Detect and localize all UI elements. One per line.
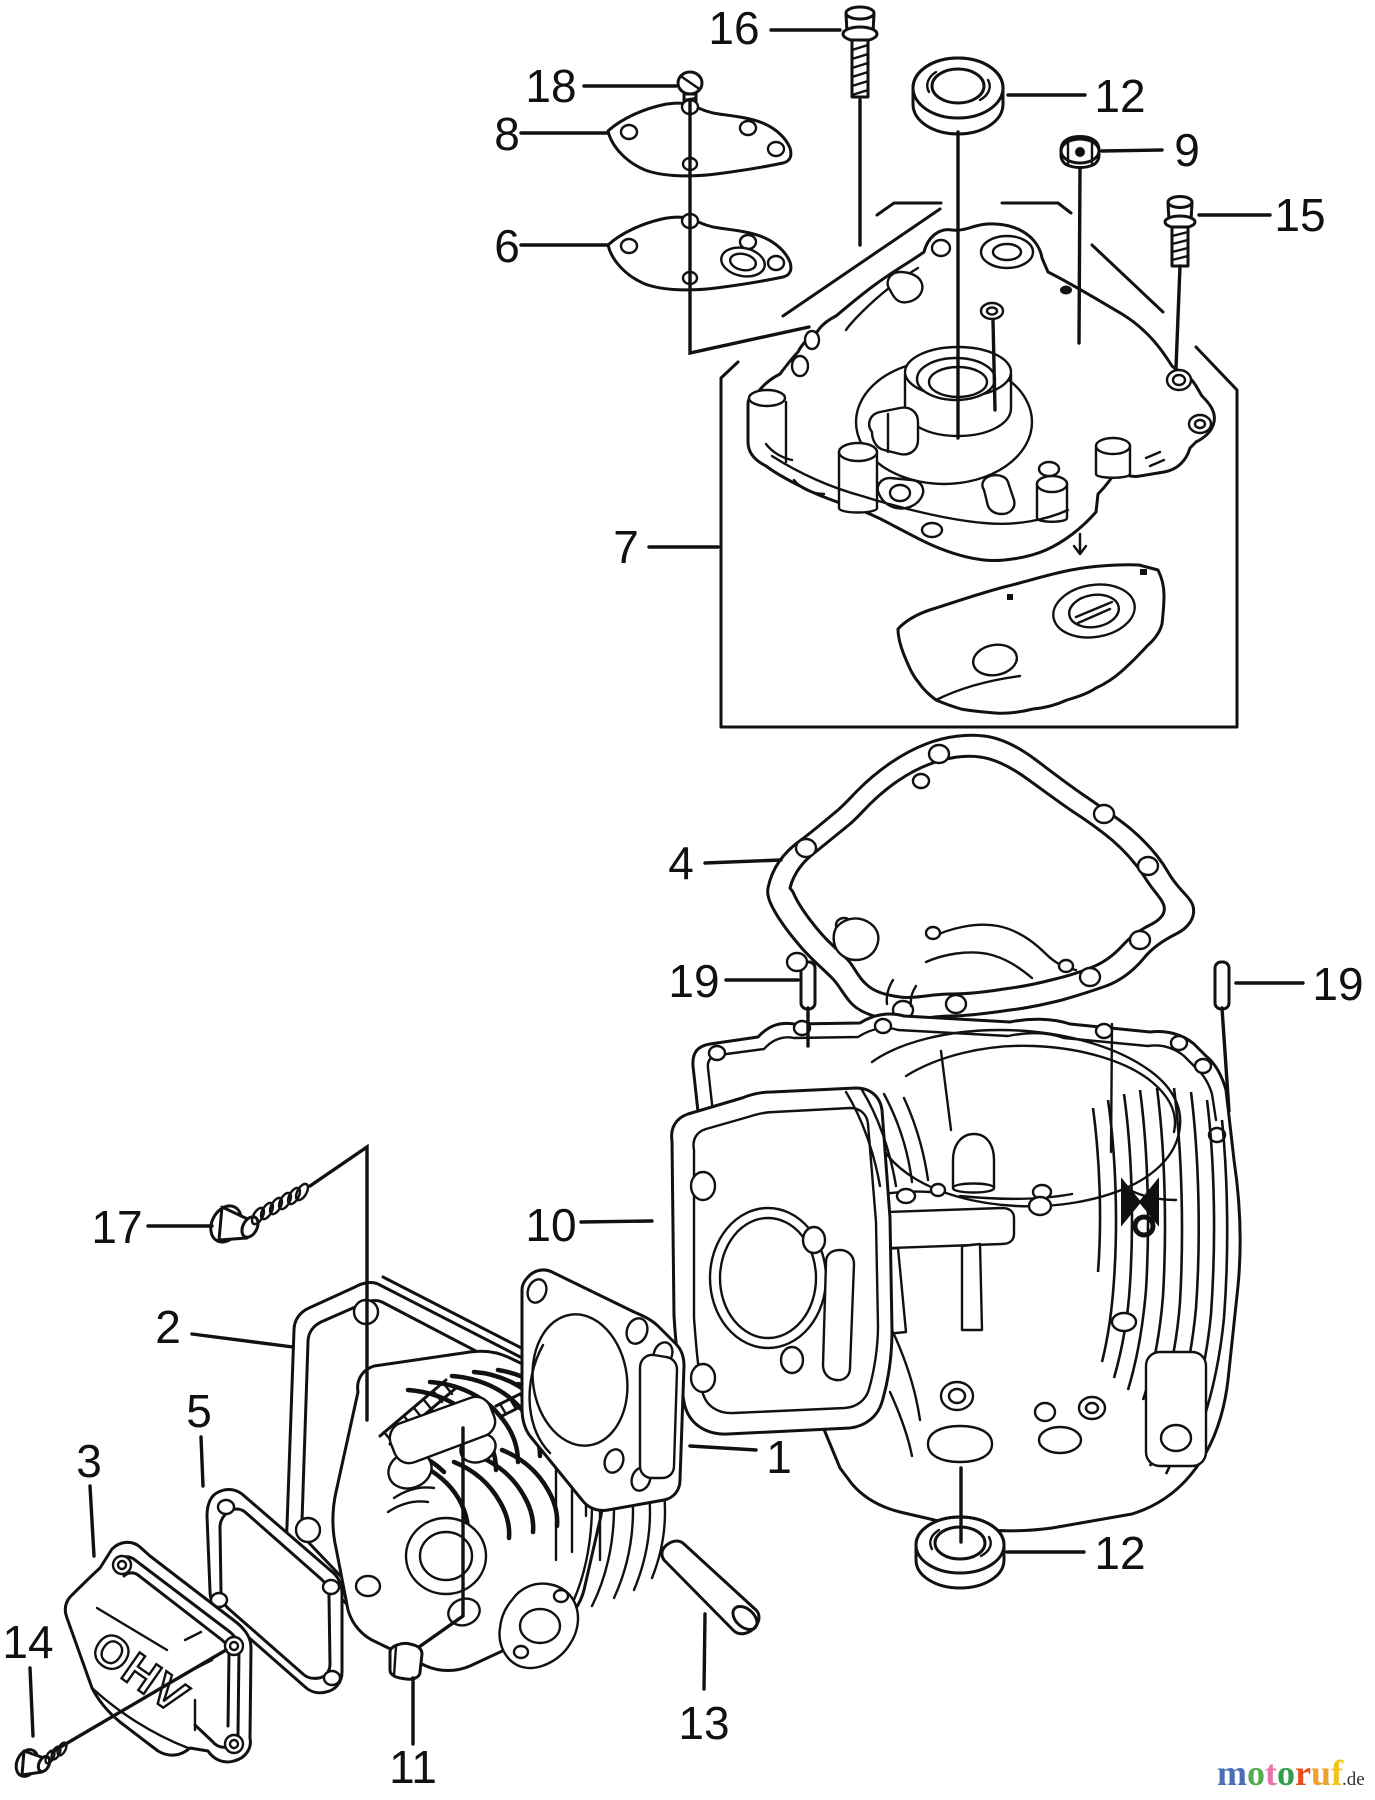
svg-text:17: 17 [91, 1201, 142, 1253]
svg-text:19: 19 [1312, 958, 1363, 1010]
svg-text:14: 14 [2, 1616, 53, 1668]
svg-text:u: u [1311, 1753, 1331, 1793]
svg-text:m: m [1217, 1753, 1247, 1793]
svg-text:10: 10 [525, 1199, 576, 1251]
svg-text:1: 1 [766, 1431, 792, 1483]
svg-text:6: 6 [494, 220, 520, 272]
svg-text:7: 7 [613, 521, 639, 573]
svg-text:12: 12 [1094, 1527, 1145, 1579]
svg-text:9: 9 [1174, 124, 1200, 176]
svg-text:t: t [1265, 1753, 1277, 1793]
svg-text:12: 12 [1094, 70, 1145, 122]
svg-text:13: 13 [678, 1697, 729, 1749]
svg-text:o: o [1247, 1753, 1265, 1793]
svg-text:2: 2 [155, 1301, 181, 1353]
svg-text:15: 15 [1274, 189, 1325, 241]
svg-text:4: 4 [668, 837, 694, 889]
svg-text:.de: .de [1342, 1769, 1365, 1790]
svg-text:3: 3 [76, 1435, 102, 1487]
svg-text:16: 16 [708, 2, 759, 54]
svg-text:11: 11 [389, 1741, 437, 1793]
svg-text:8: 8 [494, 108, 520, 160]
svg-text:f: f [1331, 1753, 1344, 1793]
svg-text:o: o [1277, 1753, 1295, 1793]
svg-text:18: 18 [525, 60, 576, 112]
svg-text:r: r [1295, 1753, 1311, 1793]
svg-text:5: 5 [186, 1385, 212, 1437]
svg-text:19: 19 [668, 955, 719, 1007]
